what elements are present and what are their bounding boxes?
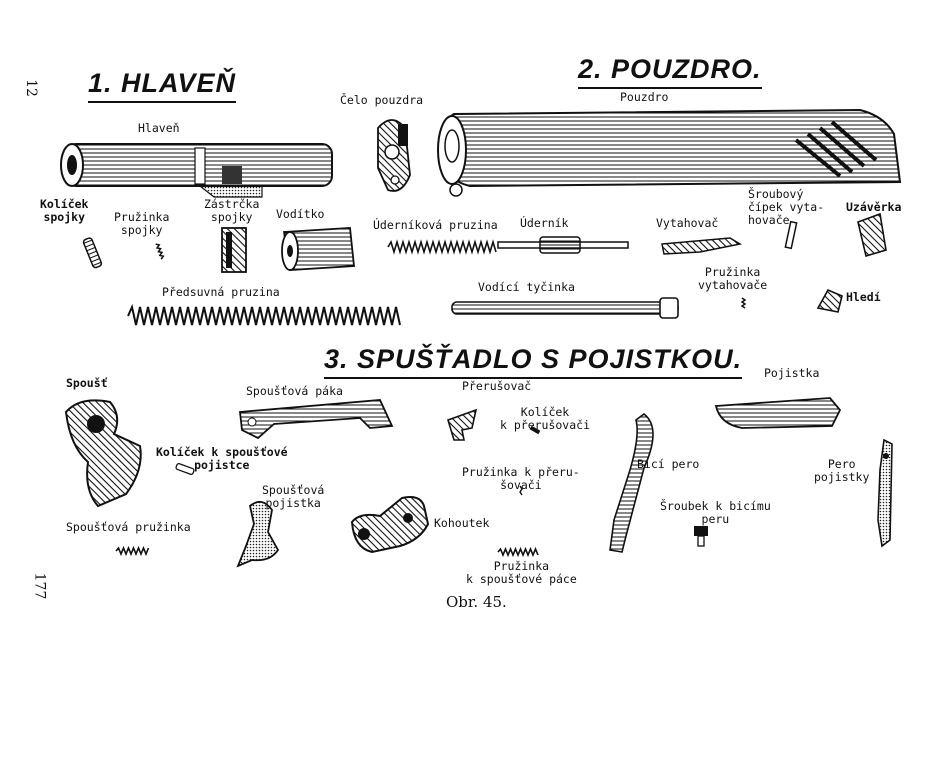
label-trigger-spring: Spoušťová pružinka — [66, 520, 191, 534]
label-barrel: Hlaveň — [138, 121, 180, 135]
label-housing-face: Čelo pouzdra — [340, 93, 424, 107]
label-extractor: Vytahovač — [656, 216, 719, 230]
safety-spring-drawing — [877, 438, 893, 548]
label-disconnector: Přerušovač — [462, 379, 532, 393]
breech-lock-drawing — [857, 212, 887, 258]
heading-barrel: 1. HLAVEŇ — [88, 70, 237, 103]
figure-caption: Obr. 45. — [446, 593, 507, 611]
clutch-plug-drawing — [221, 227, 247, 273]
trigger-bar-drawing — [239, 399, 394, 440]
rear-sight-drawing — [816, 288, 843, 313]
firing-pin-drawing — [497, 236, 629, 254]
heading-trigger-mechanism: 3. SPUŠŤADLO S POJISTKOU. — [324, 346, 743, 379]
safety-pin-drawing — [175, 463, 195, 475]
page-number-bottom: 177 — [31, 572, 48, 600]
clutch-pin-drawing — [82, 237, 103, 269]
safety-lever-drawing — [714, 397, 842, 429]
label-recoil-spring: Předsuvná pruzina — [162, 285, 280, 299]
guide-rod-drawing — [451, 297, 679, 319]
slide-housing-drawing — [437, 108, 902, 197]
guide-bushing-drawing — [281, 227, 355, 271]
mainspring-drawing — [609, 412, 654, 553]
mainspring-screw-drawing — [694, 526, 708, 547]
trigger-bar-spring-drawing — [497, 546, 539, 558]
disconnector-spring-drawing — [519, 485, 523, 496]
label-trigger-bar: Spoušťová páka — [246, 384, 343, 398]
label-breech-lock: Uzávěrka — [846, 200, 902, 214]
trigger-safety-drawing — [236, 500, 280, 568]
disconnector-drawing — [447, 408, 478, 441]
label-safety-lever: Pojistka — [764, 366, 820, 380]
disconnector-pin-drawing — [529, 425, 541, 435]
label-disconnector-spring: Pružinka k přeru-šovači — [462, 465, 580, 492]
trigger-drawing — [64, 399, 142, 508]
label-mainspring: Bicí pero — [637, 457, 700, 471]
label-guide-rod: Vodící tyčinka — [478, 280, 575, 294]
label-firing-pin: Úderník — [520, 216, 569, 230]
label-firing-pin-spring: Úderníková pruzina — [373, 218, 498, 232]
hammer-drawing — [350, 496, 430, 554]
clutch-spring-drawing — [155, 243, 165, 260]
trigger-spring-drawing — [115, 545, 150, 557]
extractor-drawing — [661, 237, 743, 255]
label-hammer: Kohoutek — [434, 516, 490, 530]
page-number-top: 12 — [22, 79, 39, 97]
extractor-screw-drawing — [784, 220, 798, 250]
label-trigger: Spoušť — [66, 376, 108, 390]
heading-housing: 2. POUZDRO. — [578, 56, 762, 89]
label-rear-sight: Hledí — [846, 290, 881, 304]
firing-pin-spring-drawing — [387, 239, 497, 255]
label-guide: Vodítko — [276, 207, 325, 221]
label-housing: Pouzdro — [620, 90, 669, 104]
barrel-drawing — [60, 143, 333, 198]
housing-face-drawing — [377, 119, 411, 192]
extractor-spring-drawing — [740, 297, 747, 309]
recoil-spring-drawing — [127, 303, 401, 326]
